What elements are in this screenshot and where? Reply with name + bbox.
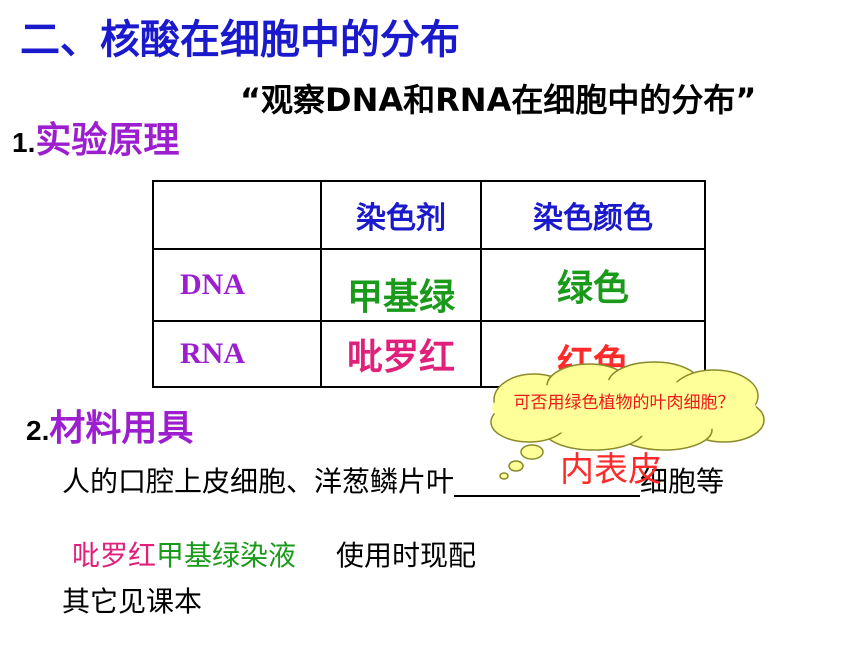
section-2-title: 材料用具 — [49, 408, 194, 449]
fill-blank — [454, 465, 641, 497]
section-1-number: 1. — [12, 127, 36, 158]
section-2-heading: 2.材料用具 — [26, 404, 193, 460]
stain-solution-line: 吡罗红甲基绿染液 使用时现配 — [72, 536, 476, 576]
table-row: DNA 甲基绿 绿色 — [152, 248, 706, 322]
cloud-icon — [490, 361, 765, 480]
page-subtitle: “观察DNA和RNA在细胞中的分布” — [240, 81, 757, 119]
materials-prefix: 人的口腔上皮细胞、洋葱鳞片叶 — [62, 465, 455, 498]
table-header-color: 染色颜色 — [480, 180, 706, 250]
materials-suffix: 细胞等 — [640, 465, 725, 498]
thought-bubble-text: 可否用绿色植物的叶肉细胞？ — [513, 393, 735, 413]
stain-table: 染色剂 染色颜色 DNA 甲基绿 绿色 RNA 吡罗红 红色 — [152, 180, 706, 388]
stain-methyl-green: 甲基绿 — [320, 248, 482, 322]
row-label-dna: DNA — [152, 248, 322, 322]
row-label-rna: RNA — [152, 320, 322, 388]
page-title: 二、核酸在细胞中的分布 — [20, 17, 460, 63]
table-header-stain: 染色剂 — [320, 180, 482, 250]
usage-note: 使用时现配 — [336, 539, 477, 572]
table-header-row: 染色剂 染色颜色 — [152, 180, 706, 250]
stain-red-name: 吡罗红 — [72, 539, 157, 572]
materials-line: 人的口腔上皮细胞、洋葱鳞片叶 细胞等 — [62, 462, 724, 502]
thought-bubble: 可否用绿色植物的叶肉细胞？ — [474, 360, 774, 500]
other-materials: 其它见课本 — [62, 585, 203, 618]
table-header-empty — [152, 180, 322, 250]
section-2-number: 2. — [26, 415, 50, 446]
blank-answer: 内表皮 — [560, 450, 662, 490]
section-1-heading: 1.实验原理 — [12, 116, 179, 172]
section-1-title: 实验原理 — [35, 120, 180, 161]
color-green: 绿色 — [480, 248, 706, 322]
stain-pyronin: 吡罗红 — [320, 320, 482, 388]
stain-green-name: 甲基绿染液 — [156, 539, 297, 572]
table-row: RNA 吡罗红 红色 — [152, 320, 706, 388]
